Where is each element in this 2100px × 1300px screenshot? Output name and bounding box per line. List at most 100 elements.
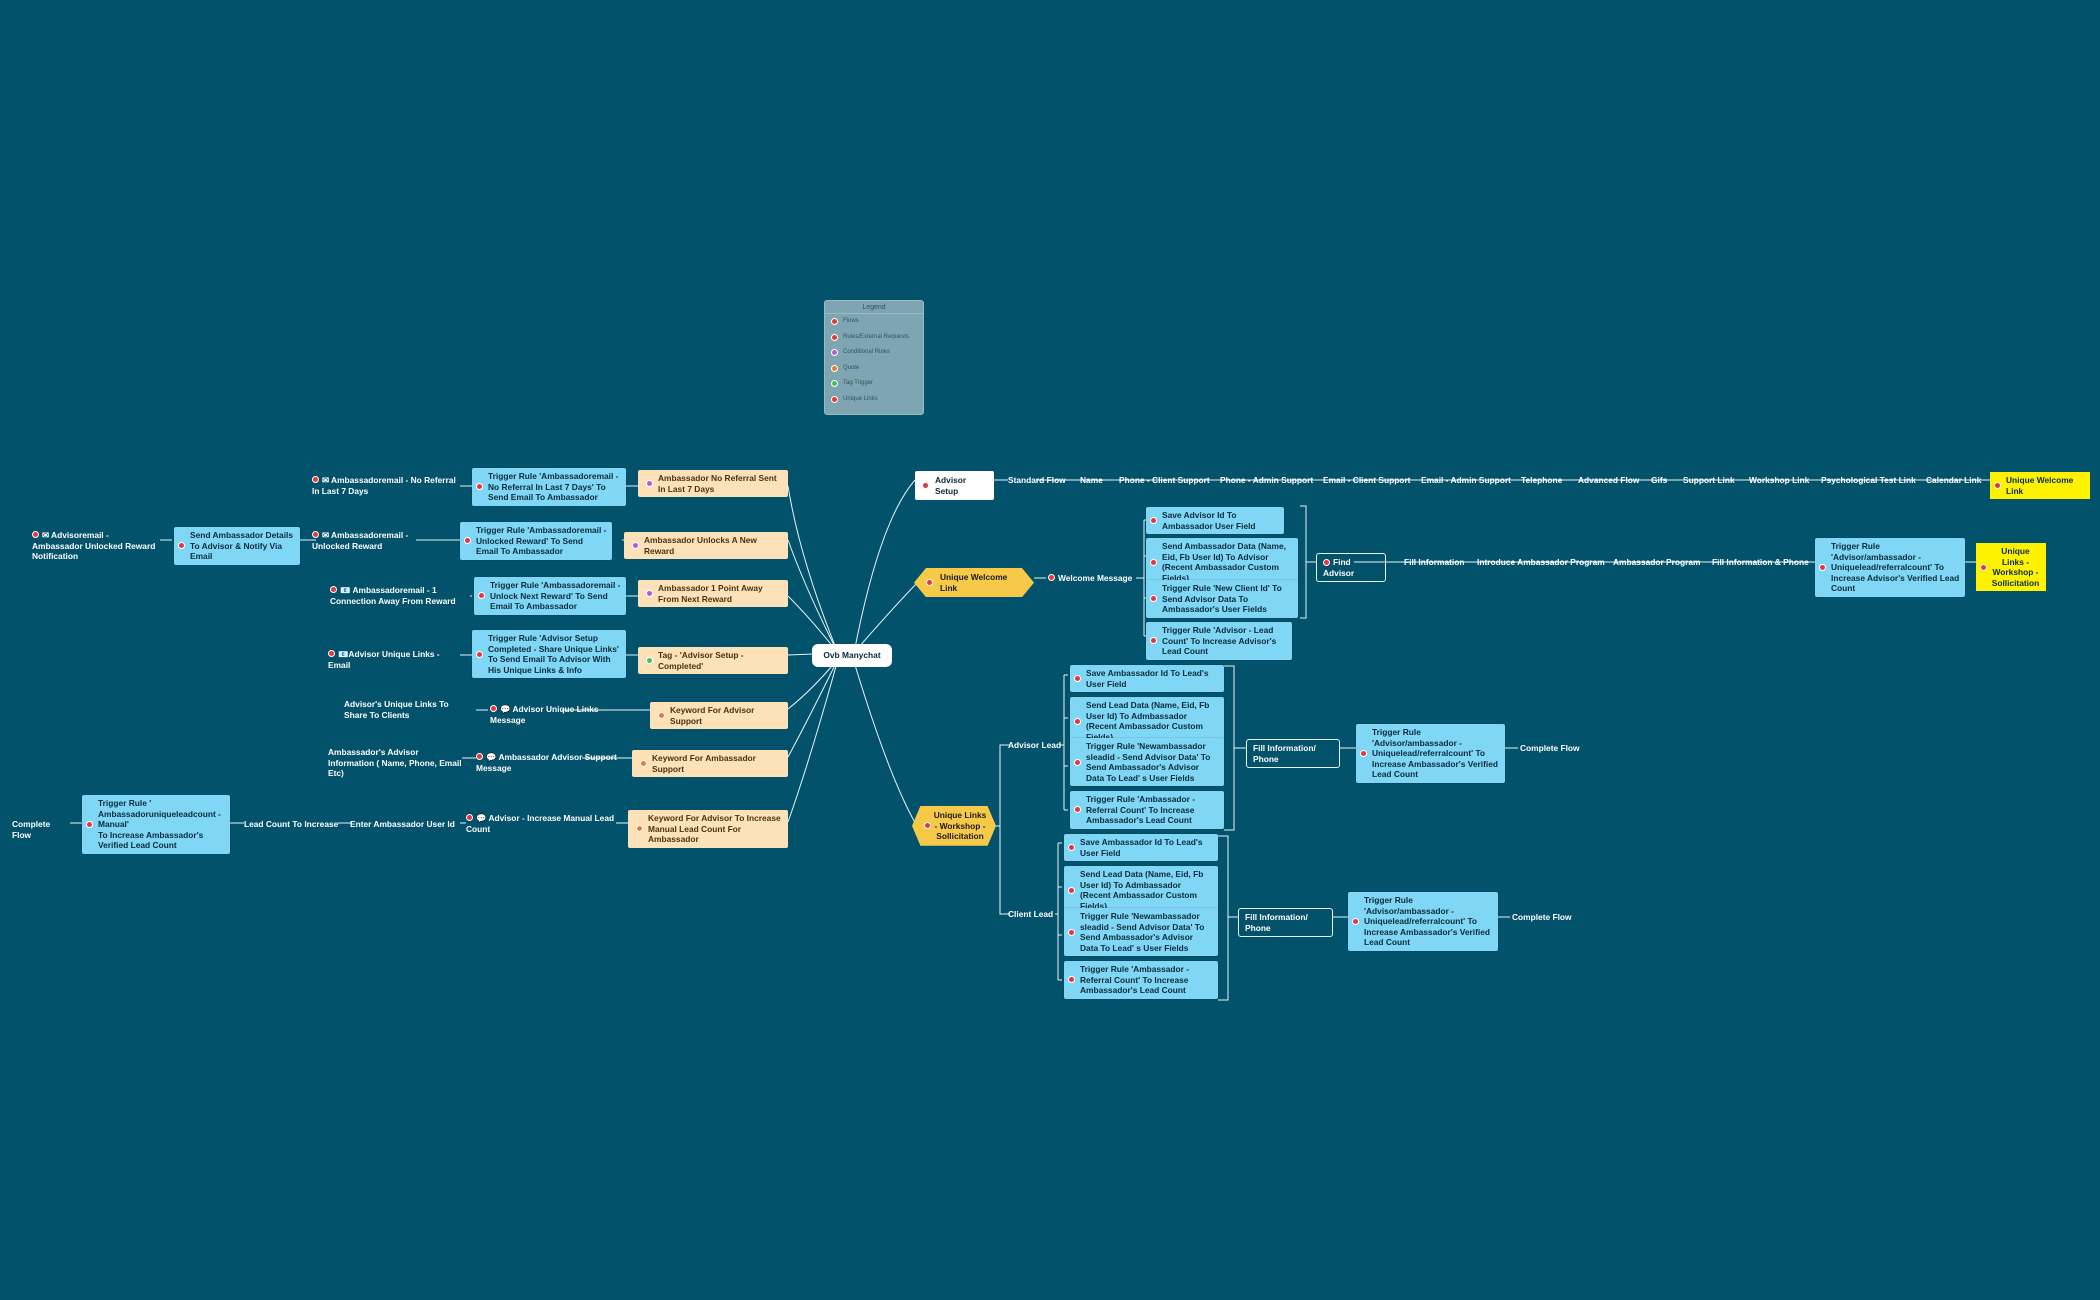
- rule-icon: [1068, 844, 1075, 852]
- legend-item-flows: Flows: [825, 314, 923, 330]
- advisor-setup-node[interactable]: Advisor Setup: [915, 471, 994, 501]
- conditional-icon: [831, 349, 838, 356]
- rule-icon: [1150, 517, 1157, 525]
- complete-flow-left: Complete Flow: [12, 819, 51, 840]
- client-lead-rule-2[interactable]: Send Lead Data (Name, Eid, Fb User Id) T…: [1064, 866, 1218, 915]
- ambassador-unlocks-reward-node[interactable]: Ambassador Unlocks A New Reward: [624, 532, 788, 560]
- advisor-lead-complete: Complete Flow: [1520, 743, 1580, 753]
- rule-icon: [178, 542, 185, 550]
- rule-next-reward-node[interactable]: Trigger Rule 'Ambassadoremail - Unlock N…: [474, 577, 626, 615]
- flag-icon: [490, 705, 497, 713]
- email-unlocked-reward-node[interactable]: ✉ Ambassadoremail - Unlocked Reward: [312, 530, 409, 551]
- advisor-lead-rule-4[interactable]: Trigger Rule 'Ambassador - Referral Coun…: [1070, 791, 1224, 829]
- rule-icon: [1068, 928, 1075, 936]
- workshop-link-end[interactable]: Unique Links - Workshop - Sollicitation: [1976, 543, 2046, 592]
- workshop-node[interactable]: Unique Links - Workshop - Sollicitation: [912, 806, 996, 846]
- keyword-manual-lead-node[interactable]: Keyword For Advisor To Increase Manual L…: [628, 810, 788, 848]
- tag-icon: [646, 657, 653, 665]
- chain-item: Name: [1080, 475, 1103, 485]
- legend-item-quote: Quote: [825, 361, 923, 377]
- rule-no-referral-node[interactable]: Trigger Rule 'Ambassadoremail - No Refer…: [472, 468, 626, 506]
- rule-icon: [476, 650, 483, 658]
- legend-item-conditional: Conditional Rules: [825, 345, 923, 361]
- client-lead-final-rule[interactable]: Trigger Rule 'Advisor/ambassador - Uniqu…: [1348, 892, 1498, 951]
- advisor-lead-node: Advisor Lead: [1008, 740, 1062, 750]
- rule-icon: [86, 820, 93, 828]
- chain-item: Telephone: [1521, 475, 1563, 485]
- legend-item-rules: Rules/External Requests: [825, 330, 923, 346]
- central-node[interactable]: Ovb Manychat: [812, 644, 892, 667]
- client-lead-rule-1[interactable]: Save Ambassador Id To Lead's User Field: [1064, 834, 1218, 862]
- link-icon: [1994, 482, 2001, 490]
- advisor-lead-fill-node[interactable]: Fill Information/ Phone: [1246, 739, 1340, 769]
- email-no-referral-node[interactable]: ✉ Ambassadoremail - No Referral In Last …: [312, 475, 456, 496]
- flag-icon: [831, 318, 838, 325]
- chain-item: Email - Admin Support: [1421, 475, 1511, 485]
- ambassador-one-point-node[interactable]: Ambassador 1 Point Away From Next Reward: [638, 580, 788, 608]
- quote-icon: [640, 760, 647, 768]
- keyword-ambassador-support-node[interactable]: Keyword For Ambassador Support: [632, 750, 788, 778]
- link-icon: [831, 395, 838, 403]
- tag-icon: [831, 380, 838, 387]
- chain-item: Ambassador Program: [1613, 557, 1701, 567]
- client-lead-node: Client Lead: [1008, 909, 1054, 919]
- chain-item: Email - Client Support: [1323, 475, 1411, 485]
- link-icon: [924, 822, 931, 830]
- unique-welcome-link-end[interactable]: Unique Welcome Link: [1990, 472, 2090, 500]
- client-lead-rule-4[interactable]: Trigger Rule 'Ambassador - Referral Coun…: [1064, 961, 1218, 999]
- ambassador-no-referral-node[interactable]: Ambassador No Referral Sent In Last 7 Da…: [638, 470, 788, 498]
- client-lead-complete: Complete Flow: [1512, 912, 1572, 922]
- legend-item-links: Unique Links: [825, 392, 923, 408]
- welcome-rule-2[interactable]: Send Ambassador Data (Name, Eid, Fb User…: [1146, 538, 1298, 587]
- rule-icon: [1074, 806, 1081, 814]
- advisor-lead-final-rule[interactable]: Trigger Rule 'Advisor/ambassador - Uniqu…: [1356, 724, 1505, 783]
- welcome-rule-3[interactable]: Trigger Rule 'New Client Id' To Send Adv…: [1146, 580, 1298, 618]
- chain-item: Fill Information: [1404, 557, 1465, 567]
- flag-icon: [1323, 559, 1330, 567]
- message-ambassador-support-node[interactable]: 💬 Ambassador Advisor Support - Message: [476, 752, 622, 773]
- conditional-icon: [646, 480, 653, 488]
- rule-icon: [464, 537, 471, 545]
- find-advisor-node[interactable]: Find Advisor: [1316, 553, 1386, 583]
- welcome-message-node[interactable]: Welcome Message: [1048, 573, 1138, 584]
- flag-icon: [922, 482, 929, 490]
- link-icon: [1980, 563, 1987, 571]
- flag-icon: [32, 531, 39, 539]
- quote-icon: [658, 712, 665, 720]
- email-one-connection-node[interactable]: 📧 Ambassadoremail - 1 Connection Away Fr…: [330, 585, 456, 606]
- client-lead-rule-3[interactable]: Trigger Rule 'Newambassador sleadid - Se…: [1064, 908, 1218, 957]
- welcome-rule-1[interactable]: Save Advisor Id To Ambassador User Field: [1146, 507, 1284, 535]
- flag-icon: [312, 531, 319, 539]
- rule-manual-lead-node[interactable]: Trigger Rule ' Ambassadoruniqueleadcount…: [82, 795, 230, 854]
- advisor-lead-rule-2[interactable]: Send Lead Data (Name, Eid, Fb User Id) T…: [1070, 697, 1224, 746]
- legend-panel: Legend Flows Rules/External Requests Con…: [824, 300, 924, 415]
- email-advisor-links-node[interactable]: 📧Advisor Unique Links - Email: [328, 649, 440, 670]
- keyword-advisor-support-node[interactable]: Keyword For Advisor Support: [650, 702, 788, 730]
- lead-count-node: Lead Count To Increase: [244, 819, 339, 829]
- send-ambassador-details-node[interactable]: Send Ambassador Details To Advisor & Not…: [174, 527, 300, 565]
- rule-share-links-node[interactable]: Trigger Rule 'Advisor Setup Completed - …: [472, 630, 626, 679]
- tag-advisor-setup-node[interactable]: Tag - 'Advisor Setup - Completed': [638, 647, 788, 675]
- advisor-links-text-node: Advisor's Unique Links To Share To Clien…: [344, 699, 449, 720]
- link-icon: [926, 579, 933, 587]
- flag-icon: [1048, 574, 1055, 582]
- conditional-icon: [632, 542, 639, 550]
- rule-icon: [1074, 717, 1081, 725]
- welcome-final-rule[interactable]: Trigger Rule 'Advisor/ambassador - Uniqu…: [1815, 538, 1965, 597]
- advisor-email-reward-node[interactable]: ✉ Advisoremail - Ambassador Unlocked Rew…: [32, 530, 156, 562]
- advisor-lead-rule-3[interactable]: Trigger Rule 'Newambassador sleadid - Se…: [1070, 738, 1224, 787]
- client-lead-fill-node[interactable]: Fill Information/ Phone: [1238, 908, 1333, 938]
- rule-unlocked-reward-node[interactable]: Trigger Rule 'Ambassadoremail - Unlocked…: [460, 522, 612, 560]
- message-manual-lead-node[interactable]: 💬 Advisor - Increase Manual Lead Count: [466, 813, 615, 834]
- unique-welcome-link-node[interactable]: Unique Welcome Link: [914, 568, 1034, 598]
- welcome-rule-4[interactable]: Trigger Rule 'Advisor - Lead Count' To I…: [1146, 622, 1292, 660]
- rule-icon: [476, 483, 483, 491]
- rule-icon: [1074, 758, 1081, 766]
- advisor-lead-rule-1[interactable]: Save Ambassador Id To Lead's User Field: [1070, 665, 1224, 693]
- rule-icon: [1352, 917, 1359, 925]
- legend-title: Legend: [825, 301, 923, 314]
- flag-icon: [330, 586, 337, 594]
- message-advisor-links-node[interactable]: 💬 Advisor Unique Links - Message: [490, 704, 604, 725]
